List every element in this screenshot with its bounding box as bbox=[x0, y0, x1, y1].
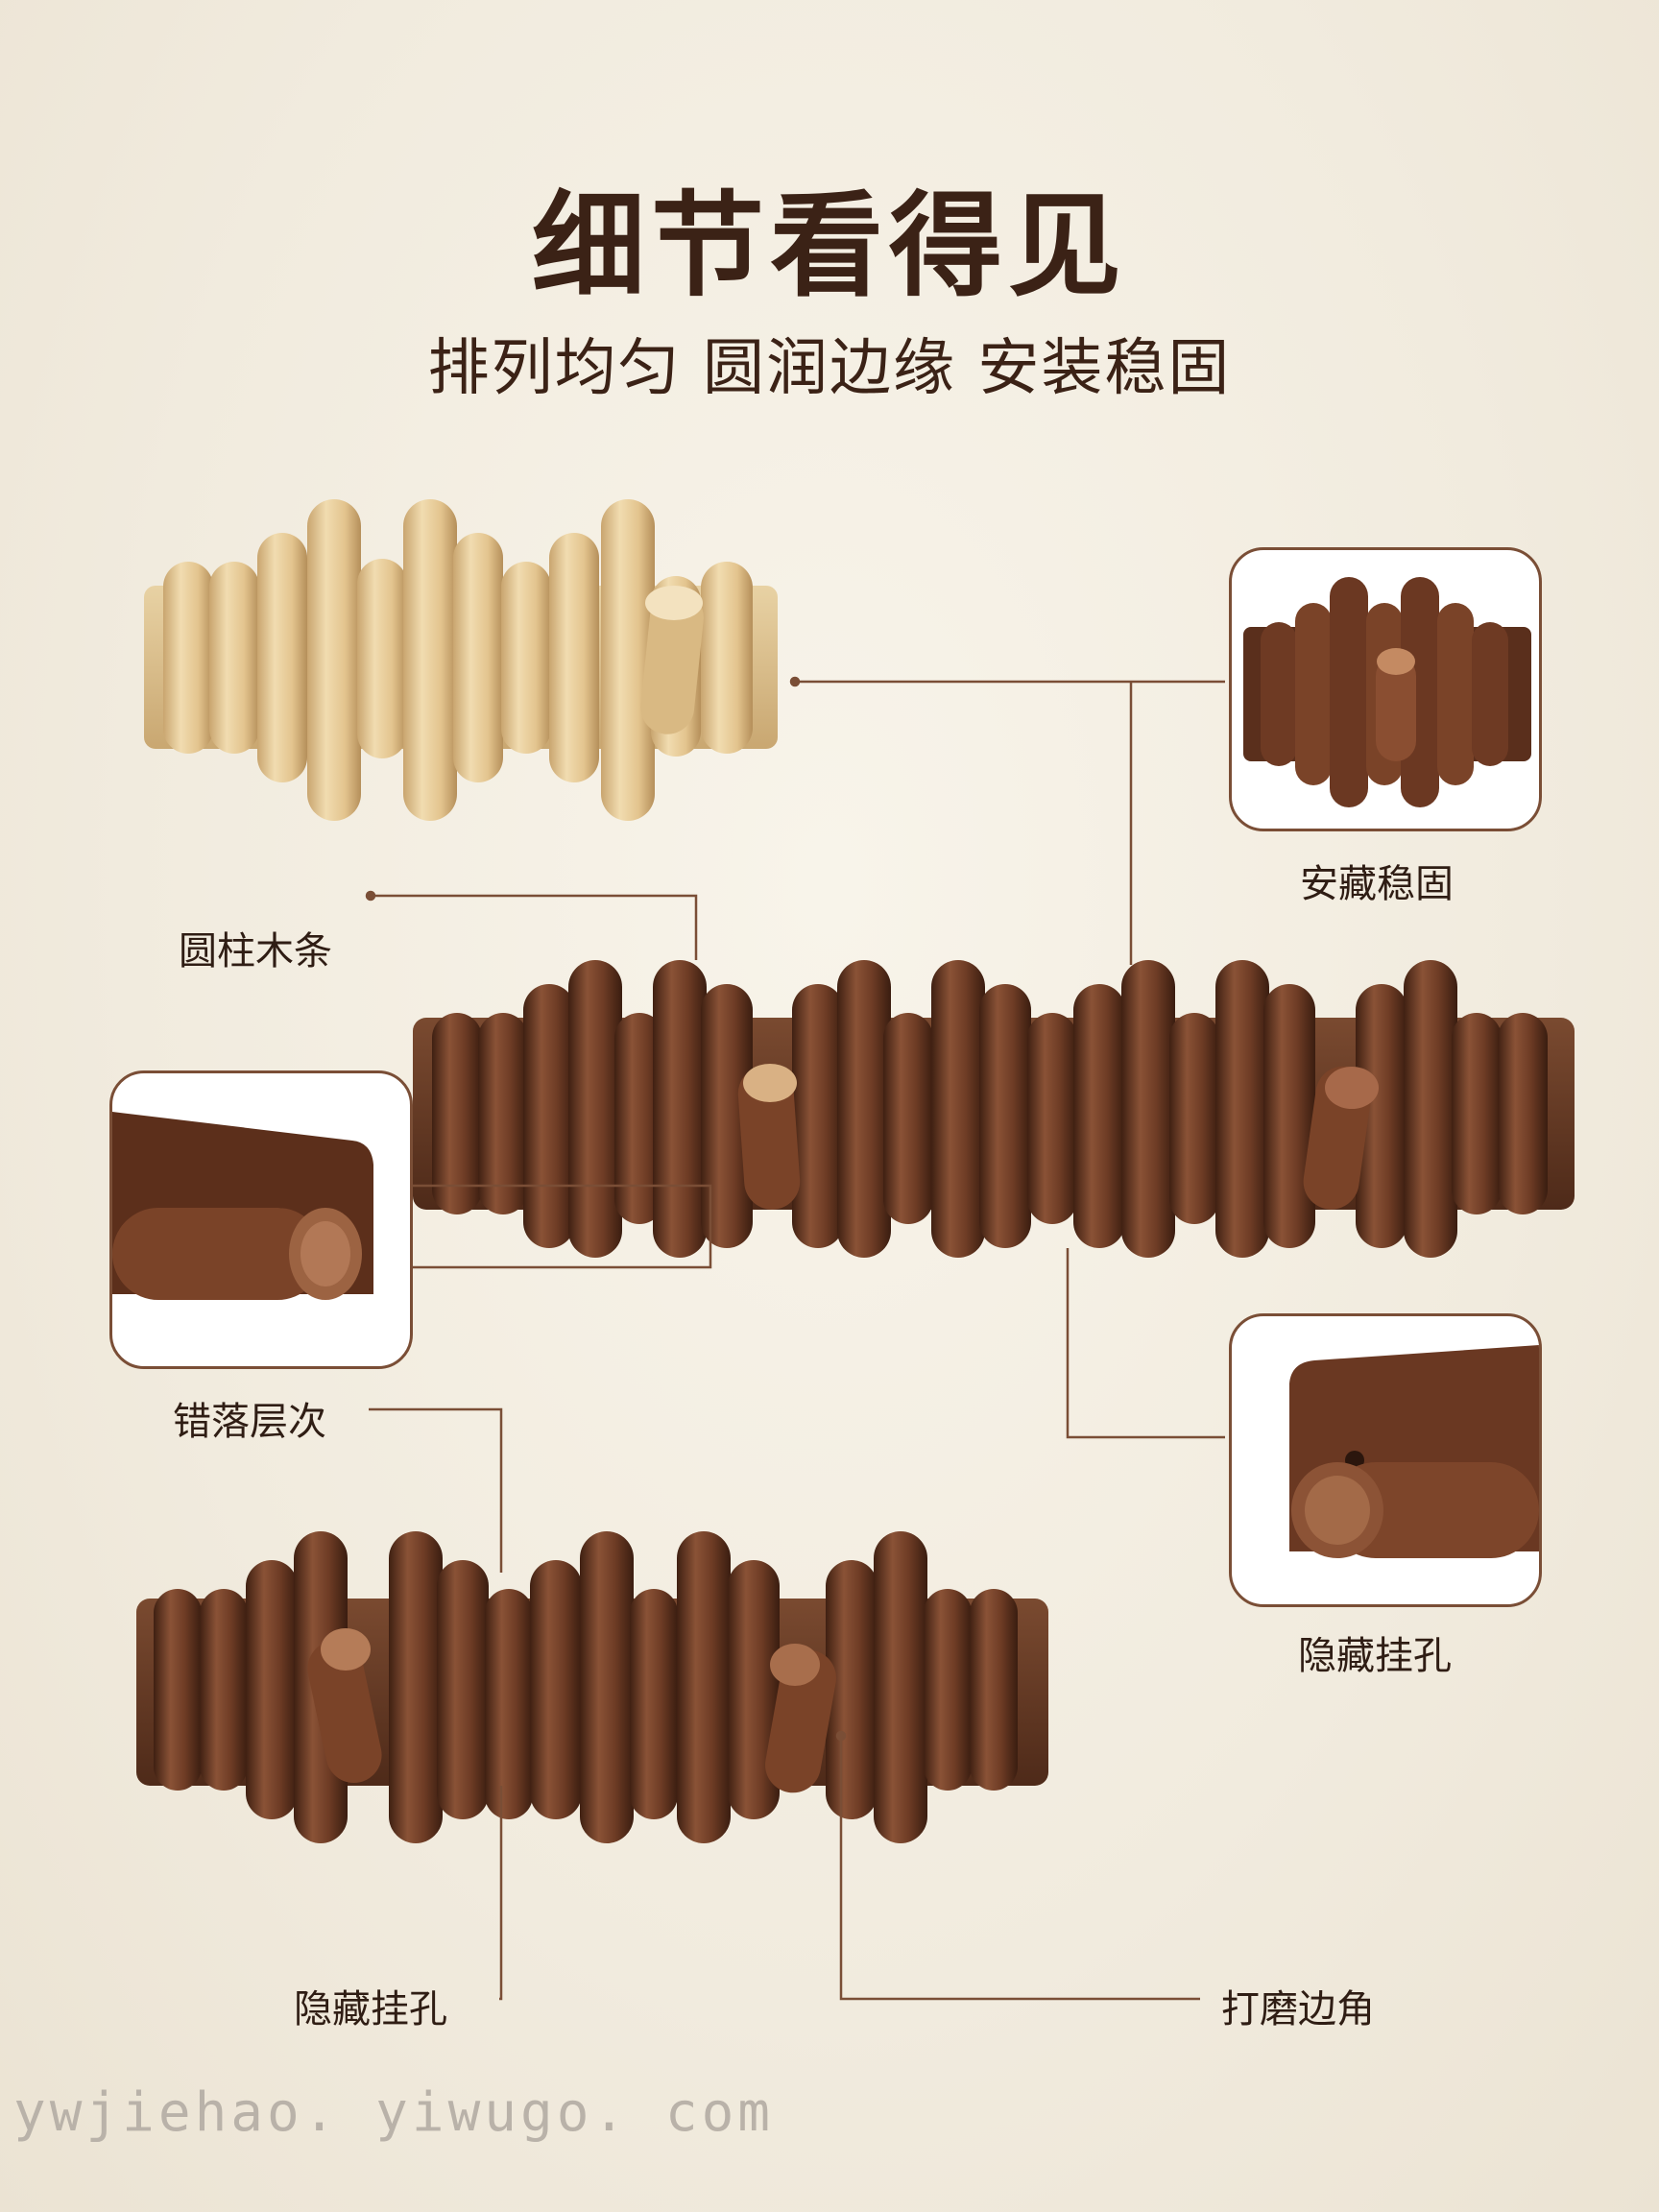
inset-hidden-hole-right bbox=[1229, 1313, 1542, 1607]
watermark: ywjiehao. yiwugo. com bbox=[13, 2081, 775, 2144]
page-subtitle: 排列均匀 圆润边缘 安装稳固 bbox=[427, 333, 1232, 404]
callout-polished-edges: 打磨边角 bbox=[1221, 1987, 1375, 2032]
callout-hidden-hole-bottom: 隐藏挂孔 bbox=[294, 1987, 447, 2032]
callout-staggered-layers: 错落层次 bbox=[173, 1400, 326, 1444]
callout-hidden-hole-right: 隐藏挂孔 bbox=[1298, 1634, 1452, 1678]
callout-round-bars: 圆柱木条 bbox=[179, 929, 332, 974]
page-title: 细节看得见 bbox=[531, 180, 1127, 312]
light-wood-hanger bbox=[144, 499, 778, 821]
inset-stable-install bbox=[1229, 547, 1542, 831]
callout-stable-install: 安藏稳固 bbox=[1300, 862, 1454, 906]
walnut-hanger-bottom bbox=[136, 1531, 1048, 1843]
callout-lines bbox=[365, 676, 1225, 2001]
inset-staggered-layers bbox=[109, 1070, 413, 1369]
walnut-hanger-large bbox=[413, 960, 1575, 1258]
